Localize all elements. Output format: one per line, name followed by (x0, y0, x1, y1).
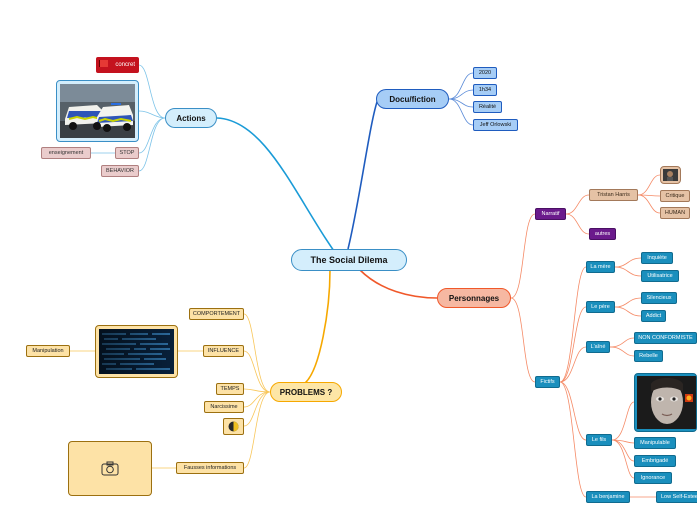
leaf-narcissime[interactable]: Narcissime (204, 401, 244, 413)
node-tristan-harris[interactable]: Tristan Harris (589, 189, 638, 201)
leaf-concret[interactable]: concret (96, 57, 139, 73)
leaf-enseignement[interactable]: enseignement (41, 147, 91, 159)
leaf-utilisatrice[interactable]: Utilisatrice (641, 270, 679, 282)
leaf-rebelle[interactable]: Rebelle (634, 350, 663, 362)
leaf-influence[interactable]: INFLUENCE (203, 345, 244, 357)
code-screen-image (95, 325, 178, 378)
flag-icon (99, 60, 108, 67)
leaf-low-self-esteem[interactable]: Low Self-Esteem (656, 491, 697, 503)
node-autres[interactable]: autres (589, 228, 616, 240)
leaf-manipulation[interactable]: Manipulation (26, 345, 70, 357)
leaf-fausses-informations[interactable]: Fausses informations (176, 462, 244, 474)
node-l-aine[interactable]: L'aîné (586, 341, 610, 353)
leaf-ignorance[interactable]: Ignorance (634, 472, 672, 484)
topic-problems[interactable]: PROBLEMS ? (270, 382, 342, 402)
leaf-temps[interactable]: TEMPS (216, 383, 244, 395)
moon-icon[interactable] (223, 418, 244, 435)
camera-placeholder (68, 441, 152, 496)
leaf-silencieux[interactable]: Silencieux (641, 292, 677, 304)
speaker-avatar (660, 166, 681, 184)
leaf-human[interactable]: HUMAN (660, 207, 690, 219)
leaf-comportement[interactable]: COMPORTEMENT (189, 308, 244, 320)
leaf-critique[interactable]: Critique (660, 190, 690, 202)
police-car-image (56, 80, 139, 142)
node-la-mere[interactable]: La mère (586, 261, 615, 273)
boy-with-phone-image (634, 373, 697, 432)
node-le-pere[interactable]: Le père (586, 301, 615, 313)
leaf-2020[interactable]: 2020 (473, 67, 497, 79)
topic-personnages[interactable]: Personnages (437, 288, 511, 308)
leaf-manipulable[interactable]: Manipulable (634, 437, 676, 449)
leaf-stop[interactable]: STOP (115, 147, 139, 159)
camera-icon (101, 461, 119, 476)
leaf-inquiete[interactable]: Inquiète (641, 252, 673, 264)
leaf-embrigade[interactable]: Embrigadé (634, 455, 676, 467)
leaf-1h34[interactable]: 1h34 (473, 84, 497, 96)
leaf-realite[interactable]: Réalité (473, 101, 502, 113)
leaf-behavior[interactable]: BEHAVIOR (101, 165, 139, 177)
node-le-fils[interactable]: Le fils (586, 434, 612, 446)
central-topic[interactable]: The Social Dilema (291, 249, 407, 271)
topic-docu-fiction[interactable]: Docu/fiction (376, 89, 449, 109)
node-la-benjamine[interactable]: La benjamine (586, 491, 630, 503)
node-narratif[interactable]: Narratif (535, 208, 566, 220)
topic-actions[interactable]: Actions (165, 108, 217, 128)
node-fictifs[interactable]: Fictifs (535, 376, 560, 388)
leaf-addict[interactable]: Addict (641, 310, 666, 322)
leaf-jeff-orlowski[interactable]: Jeff Orlowski (473, 119, 518, 131)
leaf-non-conformiste[interactable]: NON CONFORMISTE (634, 332, 697, 344)
